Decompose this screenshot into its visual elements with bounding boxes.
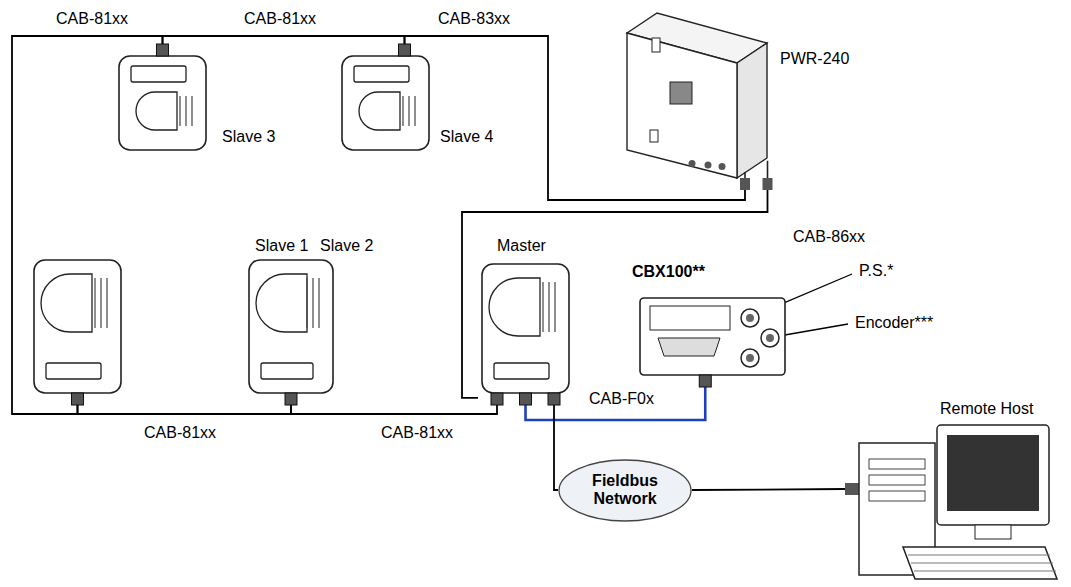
device-illustration xyxy=(338,44,433,152)
cable-label: CAB-81xx xyxy=(243,10,317,28)
device-illustration xyxy=(30,258,125,405)
slave-scanner: Slave 2 xyxy=(245,258,337,405)
device-label: Slave 4 xyxy=(440,128,493,146)
cable-label: CAB-81xx xyxy=(143,424,217,442)
scanner-drawing xyxy=(34,260,121,405)
scanner-drawing xyxy=(342,44,429,150)
device-label: Slave 1 xyxy=(255,237,308,255)
master-scanner: Master xyxy=(478,262,573,405)
power-box-drawing xyxy=(627,13,773,190)
device-label: CBX100** xyxy=(632,263,705,281)
cable-plug xyxy=(548,393,560,405)
cable-plug xyxy=(520,393,532,405)
device-illustration xyxy=(622,8,772,190)
cable-plug xyxy=(72,393,84,405)
cable-connector xyxy=(163,36,405,44)
slave-scanner: Slave 3 xyxy=(115,44,210,152)
leader-line xyxy=(779,324,848,336)
cable-label: CAB-81xx xyxy=(380,424,454,442)
cable-plug xyxy=(157,44,169,56)
device-label: Remote Host xyxy=(940,400,1033,418)
host-computer: Remote Host xyxy=(845,395,1060,583)
device-label: Master xyxy=(497,237,546,255)
computer-drawing xyxy=(845,425,1057,579)
device-illustration xyxy=(640,290,785,387)
network-label: Fieldbus Network xyxy=(580,472,670,509)
slave-scanner: Slave 1 xyxy=(30,258,125,405)
cable-connector xyxy=(291,405,497,414)
device-label: PWR-240 xyxy=(780,50,849,68)
cbx-drawing xyxy=(640,298,785,387)
cable-plug xyxy=(285,393,297,405)
device-label: Slave 2 xyxy=(320,237,373,255)
device-illustration xyxy=(115,44,210,152)
cable-label: CAB-F0x xyxy=(588,390,655,408)
cable-label: CAB-86xx xyxy=(792,228,866,246)
scanner-drawing xyxy=(119,44,206,150)
cable-connector xyxy=(78,405,292,414)
power-supply-box: PWR-240 xyxy=(622,8,772,190)
cable-plug xyxy=(699,375,711,387)
connection-box: CBX100** xyxy=(640,290,785,387)
device-illustration xyxy=(478,262,573,405)
network-ellipse: Fieldbus Network xyxy=(558,459,692,522)
cable-plug xyxy=(399,44,411,56)
cable-connector xyxy=(554,405,558,490)
scanner-drawing xyxy=(249,260,333,405)
connector-note: Encoder*** xyxy=(854,314,934,332)
cable-label: CAB-83xx xyxy=(437,10,511,28)
device-label: Slave 3 xyxy=(222,128,275,146)
slave-scanner: Slave 4 xyxy=(338,44,433,152)
cable-connector xyxy=(692,489,845,490)
cable-label: CAB-81xx xyxy=(55,10,129,28)
device-illustration xyxy=(245,258,337,405)
connector-note: P.S.* xyxy=(858,262,894,280)
scanner-drawing xyxy=(482,264,569,405)
device-illustration xyxy=(845,395,1060,583)
cable-plug xyxy=(491,393,503,405)
